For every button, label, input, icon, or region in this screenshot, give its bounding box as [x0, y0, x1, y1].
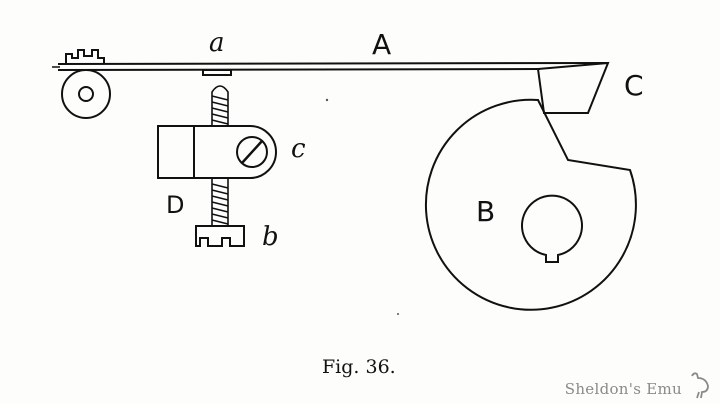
pivot-bracket: [61, 49, 111, 119]
label-d-upper: D: [166, 191, 185, 219]
wedge-c: [536, 61, 610, 114]
label-a-lower: a: [209, 28, 225, 58]
watermark-text: Sheldon's Emu: [564, 380, 682, 398]
cam-disc-b: [424, 98, 637, 311]
label-b-lower: b: [262, 222, 279, 252]
label-b-upper: B: [476, 195, 496, 228]
label-c-lower: c: [291, 134, 306, 164]
label-a-upper: A: [372, 28, 392, 61]
label-c-upper: C: [624, 69, 644, 102]
lever-a: [52, 62, 609, 71]
screw-head-b: [195, 225, 245, 247]
adjusting-screw: [211, 85, 229, 226]
figure-caption: Fig. 36.: [322, 356, 396, 378]
emu-logo-icon: [691, 372, 709, 399]
clamp-block-d: [157, 125, 277, 179]
contact-pad-a: [202, 69, 232, 76]
